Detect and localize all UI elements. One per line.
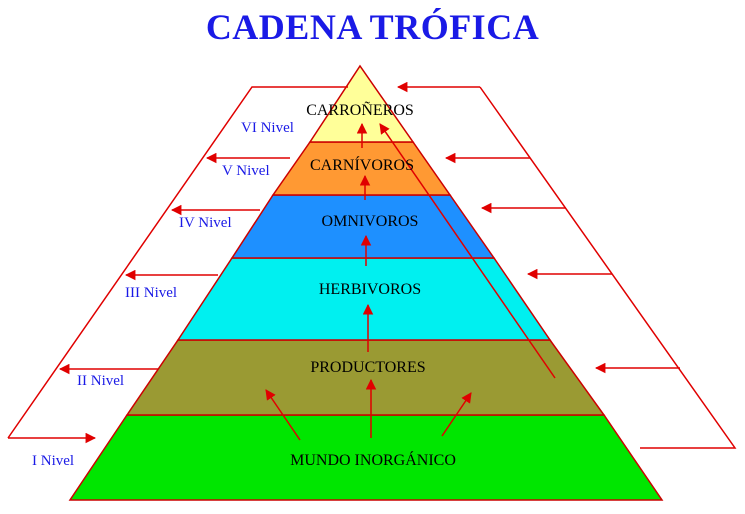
flow-arrow-inorganic-left xyxy=(265,389,301,441)
tier-label-herbivoros: HERBIVOROS xyxy=(319,281,421,298)
level-label-vi: VI Nivel xyxy=(241,120,294,136)
level-label-i: I Nivel xyxy=(32,453,74,469)
tier-label-mundo-inorganico: MUNDO INORGÁNICO xyxy=(290,450,456,469)
level-label-iii: III Nivel xyxy=(125,285,177,301)
flow-arrow-productores-to-carroneros xyxy=(379,123,556,379)
tier-label-carroneros: CARROÑEROS xyxy=(306,101,414,119)
tier-productores xyxy=(125,339,606,416)
tier-label-omnivoros: OMNIVOROS xyxy=(322,213,419,230)
level-label-iv: IV Nivel xyxy=(179,215,232,231)
left-outline xyxy=(7,86,348,439)
tier-herbivoros xyxy=(176,257,552,341)
tier-label-productores: PRODUCTORES xyxy=(310,359,425,376)
level-label-ii: II Nivel xyxy=(77,373,124,389)
diagram-title: CADENA TRÓFICA xyxy=(205,7,540,47)
tier-label-carnivoros: CARNÍVOROS xyxy=(310,155,414,174)
flow-arrow-inorganic-right xyxy=(441,392,472,437)
level-label-v: V Nivel xyxy=(222,163,270,179)
